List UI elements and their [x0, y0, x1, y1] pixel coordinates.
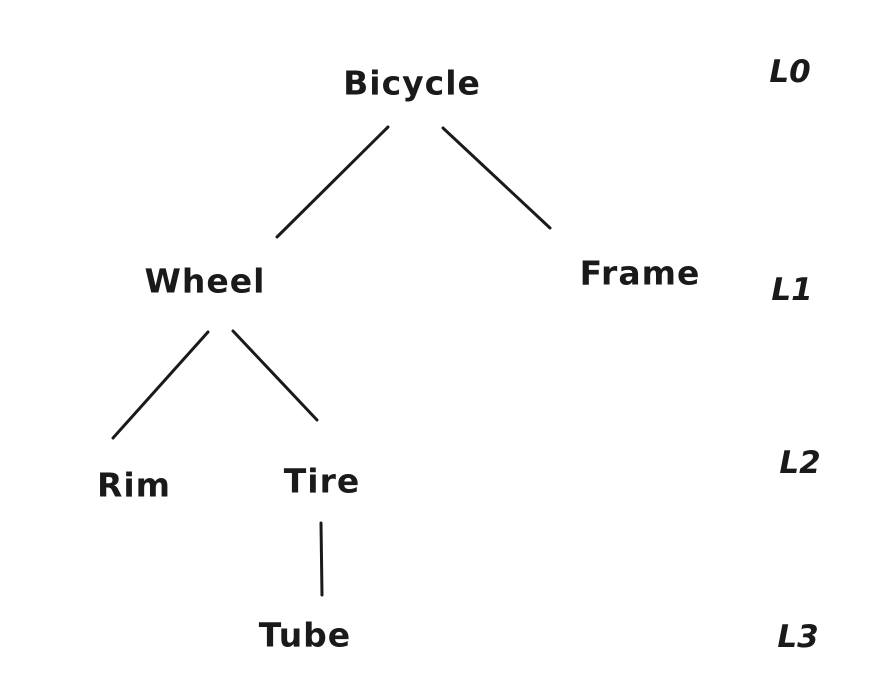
node-bicycle: Bicycle — [343, 63, 481, 103]
level-label-l2: L2 — [779, 445, 821, 481]
level-label-l0: L0 — [769, 54, 811, 90]
level-label-l1: L1 — [771, 272, 813, 308]
edge-bicycle-wheel — [275, 125, 390, 239]
level-label-l3: L3 — [777, 619, 819, 655]
node-tube: Tube — [258, 615, 352, 655]
edge-wheel-rim — [111, 330, 210, 440]
edge-tire-tube — [319, 521, 324, 597]
edge-wheel-tire — [231, 329, 319, 422]
node-tire: Tire — [283, 461, 361, 501]
edge-bicycle-frame — [441, 126, 552, 230]
node-rim: Rim — [96, 465, 172, 505]
node-frame: Frame — [579, 253, 701, 293]
node-wheel: Wheel — [144, 261, 266, 301]
